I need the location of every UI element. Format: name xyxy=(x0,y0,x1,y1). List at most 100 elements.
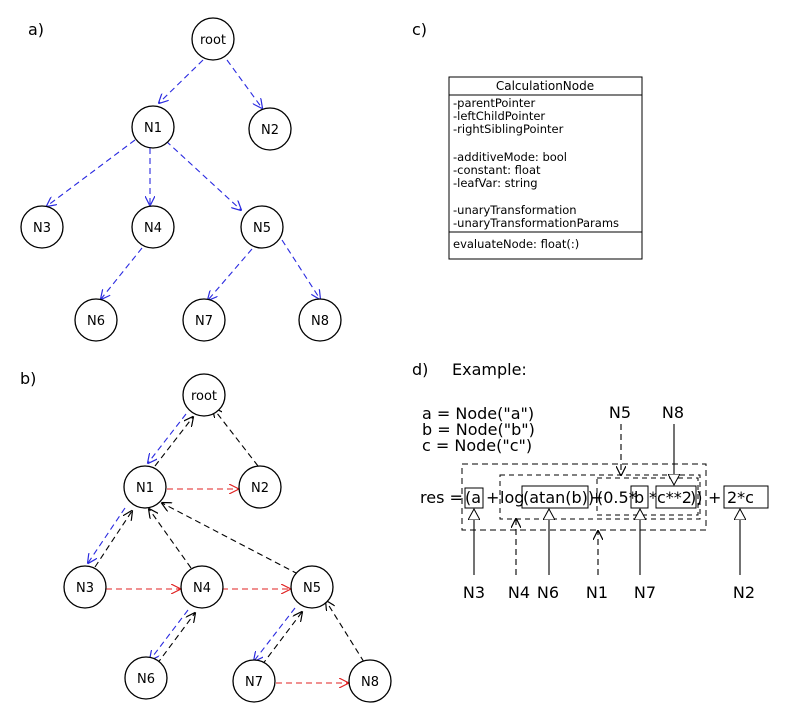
edge-b-n5-n7-child xyxy=(254,607,296,661)
edge-b-root-n1-child xyxy=(148,413,187,463)
panel-c: c) CalculationNode -parentPointer -leftC… xyxy=(412,20,643,260)
node-a-root: root xyxy=(191,17,235,61)
node-b-n1: N1 xyxy=(123,465,167,509)
decl-a: a = Node("a") xyxy=(422,404,534,423)
label-top-n8: N8 xyxy=(662,403,684,422)
edge-b-n4-n6-child xyxy=(150,609,189,660)
uml-class-name: CalculationNode xyxy=(496,79,594,93)
label-bottom-n4: N4 xyxy=(508,583,530,602)
edge-a-n1-n3 xyxy=(47,139,136,206)
node-label: N3 xyxy=(33,221,51,236)
node-b-n7: N7 xyxy=(232,659,276,703)
edge-a-n1-n5 xyxy=(165,140,241,210)
expr-star: * xyxy=(649,488,657,507)
group-n4-box xyxy=(499,474,701,520)
uml-attr: -unaryTransformation xyxy=(453,203,577,217)
expr-2c: 2*c xyxy=(727,488,754,507)
panel-c-label: c) xyxy=(412,20,427,39)
uml-attr: -additiveMode: bool xyxy=(453,150,567,164)
label-bottom-n7: N7 xyxy=(634,583,656,602)
node-a-n1: N1 xyxy=(131,105,175,149)
expr-log: log xyxy=(500,488,524,507)
node-label: N5 xyxy=(253,221,271,236)
node-a-n8: N8 xyxy=(298,298,342,342)
panel-a: a) root N1 N2 N3 N4 N5 N6 N7 N8 xyxy=(20,17,342,342)
node-label: N6 xyxy=(87,314,105,329)
node-b-n3: N3 xyxy=(63,565,107,609)
uml-attr: -leftChildPointer xyxy=(453,109,545,123)
edge-b-n5-n1-parent xyxy=(162,503,299,575)
uml-method: evaluateNode: float(:) xyxy=(453,237,579,251)
node-label: N3 xyxy=(76,581,94,596)
tree-b-edges xyxy=(88,408,365,683)
node-b-n4: N4 xyxy=(180,565,224,609)
node-label: N4 xyxy=(193,581,211,596)
edge-a-n5-n8 xyxy=(281,239,320,299)
tree-a-edges xyxy=(47,59,320,300)
uml-outline xyxy=(448,76,643,260)
node-label: N8 xyxy=(311,314,329,329)
node-label: N1 xyxy=(136,481,154,496)
group-n1-box xyxy=(461,463,707,531)
node-a-n6: N6 xyxy=(74,298,118,342)
decl-b: b = Node("b") xyxy=(422,420,535,439)
expr-close: )) xyxy=(690,488,702,507)
uml-class-box: CalculationNode -parentPointer -leftChil… xyxy=(448,76,643,260)
panel-b: b) xyxy=(20,369,392,703)
example-title: Example: xyxy=(452,360,527,379)
uml-attr: -constant: float xyxy=(453,163,541,177)
edge-a-n4-n6 xyxy=(101,247,143,299)
tree-b-nodes: root N1 N2 N3 N4 N5 N6 N7 N8 xyxy=(63,373,392,703)
uml-attr: -unaryTransformationParams xyxy=(453,216,619,230)
node-label: root xyxy=(200,33,226,48)
label-bottom-n3: N3 xyxy=(463,583,485,602)
node-label: N1 xyxy=(144,121,162,136)
edge-b-n7-n5-parent xyxy=(261,612,302,666)
panel-d: d) Example: a = Node("a") b = Node("b") … xyxy=(412,360,769,602)
label-bottom-n2: N2 xyxy=(733,583,755,602)
res-prefix: res = xyxy=(420,488,463,507)
node-label: N7 xyxy=(195,314,213,329)
leaf-box-atan xyxy=(521,485,589,509)
edge-b-n3-n1-parent xyxy=(94,511,132,568)
node-b-n2: N2 xyxy=(238,465,282,509)
node-b-n5: N5 xyxy=(290,565,334,609)
node-a-n7: N7 xyxy=(182,298,226,342)
edge-a-root-n2 xyxy=(226,59,262,108)
panel-b-label: b) xyxy=(20,369,36,388)
edge-b-n1-root-parent xyxy=(154,417,193,467)
label-bottom-n1: N1 xyxy=(586,583,608,602)
node-a-n3: N3 xyxy=(20,205,64,249)
node-label: N7 xyxy=(245,675,263,690)
node-b-n6: N6 xyxy=(124,656,168,700)
tree-a-nodes: root N1 N2 N3 N4 N5 N6 N7 N8 xyxy=(20,17,342,342)
node-a-n2: N2 xyxy=(248,107,292,151)
label-bottom-n6: N6 xyxy=(537,583,559,602)
expr-plus-3: + xyxy=(708,488,721,507)
node-label: N8 xyxy=(361,675,379,690)
expr-a: (a xyxy=(465,488,481,507)
node-b-n8: N8 xyxy=(348,659,392,703)
leaf-box-c xyxy=(655,485,697,509)
expr-plus-2: + xyxy=(590,488,603,507)
edge-a-n5-n7 xyxy=(208,248,253,300)
edge-a-root-n1 xyxy=(159,59,204,103)
panel-a-label: a) xyxy=(28,20,44,39)
expr-plus-1: + xyxy=(486,488,499,507)
node-label: N4 xyxy=(144,221,162,236)
uml-attr: -parentPointer xyxy=(453,96,535,110)
expr-b: b xyxy=(634,488,644,507)
edge-b-n8-n5-parent xyxy=(326,601,365,663)
node-b-root: root xyxy=(182,373,226,417)
expr-c: c**2 xyxy=(657,488,692,507)
node-a-n5: N5 xyxy=(240,205,284,249)
edge-b-n4-n1-parent xyxy=(149,509,192,569)
edge-b-n6-n4-parent xyxy=(156,613,195,665)
node-label: N6 xyxy=(137,672,155,687)
expr-paren: (0.5* xyxy=(597,488,637,507)
node-label: N2 xyxy=(261,123,279,138)
node-a-n4: N4 xyxy=(131,205,175,249)
panel-d-label: d) xyxy=(412,360,428,379)
group-n5-box xyxy=(596,477,699,516)
